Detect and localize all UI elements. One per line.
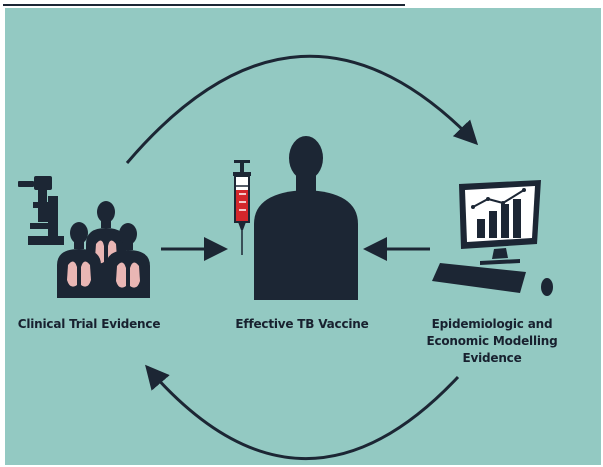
person-silhouette-icon bbox=[254, 136, 358, 300]
vaccine-label: Effective TB Vaccine bbox=[235, 317, 369, 331]
computer-chart-icon bbox=[432, 180, 553, 296]
microscope-icon bbox=[18, 176, 64, 245]
lungs-people-icon bbox=[57, 201, 150, 298]
bottom-cycle-arrow bbox=[145, 364, 460, 461]
clinical-trial-label: Clinical Trial Evidence bbox=[17, 317, 161, 331]
top-divider bbox=[3, 4, 405, 6]
modelling-label: Epidemiologic and Economic Modelling Evi… bbox=[426, 317, 558, 365]
top-cycle-arrow bbox=[125, 54, 479, 164]
syringe-icon bbox=[233, 160, 251, 255]
